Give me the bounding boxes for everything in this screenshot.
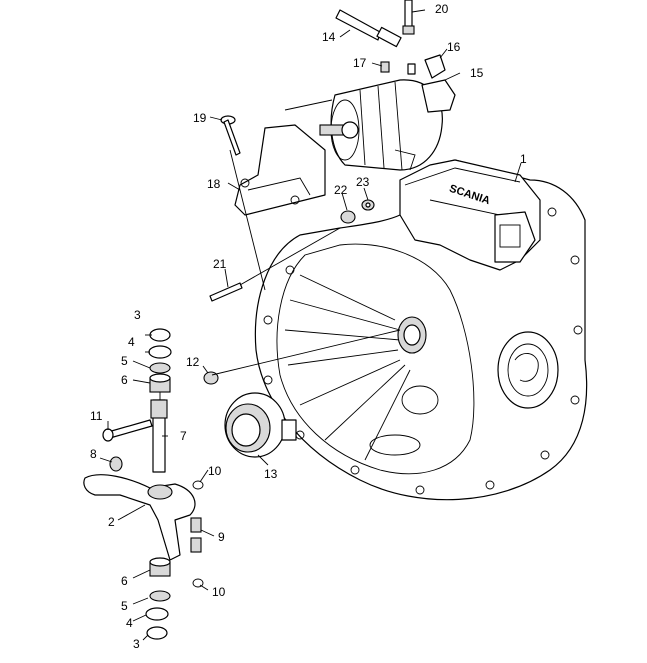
callout-5-top: 5 (121, 354, 128, 368)
clutch-slave-cylinder (319, 79, 456, 171)
callout-19: 19 (193, 111, 207, 125)
pin-9 (190, 517, 202, 553)
callout-13: 13 (264, 467, 278, 481)
callout-9: 9 (218, 530, 225, 544)
callout-17: 17 (353, 56, 367, 70)
circlip-10-upper (192, 480, 204, 490)
bracket (234, 124, 326, 216)
circlip-10-lower (192, 578, 204, 588)
upper-bushing-stack (148, 328, 172, 393)
callout-11: 11 (90, 409, 103, 423)
pivot-8 (109, 456, 123, 472)
clutch-housing: SCANIA (254, 159, 588, 501)
release-fork (83, 474, 196, 561)
leader-lines (99, 9, 522, 641)
pipe (402, 0, 415, 35)
bolt-11 (102, 419, 153, 442)
callout-6-bottom: 6 (121, 574, 128, 588)
callout-3-bottom: 3 (133, 637, 140, 651)
callout-22: 22 (334, 183, 348, 197)
callout-10-upper: 10 (208, 464, 222, 478)
bushing-12 (203, 371, 219, 385)
bolt-19 (220, 115, 241, 156)
hose (335, 9, 402, 48)
callout-6-top: 6 (121, 373, 128, 387)
callout-14: 14 (322, 30, 336, 44)
stud (209, 282, 243, 302)
callout-23: 23 (356, 175, 370, 189)
callout-3-top: 3 (134, 308, 141, 322)
callout-20: 20 (435, 2, 449, 16)
bleed-nipple (380, 61, 416, 75)
callout-4-bottom: 4 (126, 616, 133, 630)
callout-5-bottom: 5 (121, 599, 128, 613)
bushing-22 (340, 210, 356, 224)
callout-15: 15 (470, 66, 484, 80)
callout-labels: 1 2 3 4 5 6 7 8 9 10 10 11 12 13 14 15 1… (90, 2, 527, 651)
connector (424, 54, 446, 79)
callout-16: 16 (447, 40, 461, 54)
callout-7: 7 (180, 429, 187, 443)
assembly-lines (159, 99, 401, 400)
callout-18: 18 (207, 177, 221, 191)
callout-2: 2 (108, 515, 115, 529)
callout-1: 1 (520, 152, 527, 166)
bushing-23 (361, 199, 375, 211)
release-bearing (224, 392, 297, 458)
callout-21: 21 (213, 257, 227, 271)
lower-bushing-stack (145, 557, 171, 640)
callout-12: 12 (186, 355, 200, 369)
callout-4-top: 4 (128, 335, 135, 349)
callout-10-lower: 10 (212, 585, 226, 599)
callout-8: 8 (90, 447, 97, 461)
